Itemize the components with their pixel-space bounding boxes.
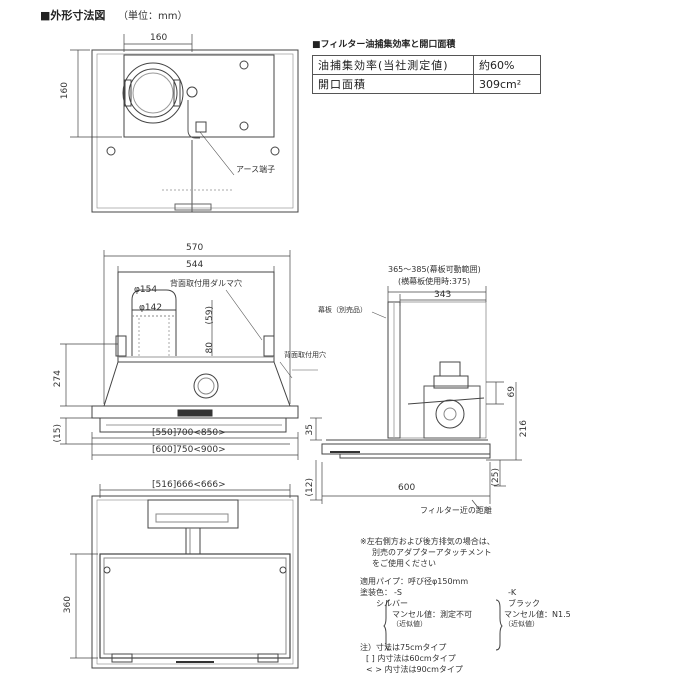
- dim-15: (15): [53, 424, 63, 443]
- spec-title: ■フィルター油捕集効率と開口面積: [312, 40, 456, 50]
- dims-note-title: 注）寸法は75cmタイプ: [360, 643, 447, 652]
- dim-12: (12): [305, 478, 315, 497]
- maku-range-sub: (横幕板使用時:375): [398, 277, 471, 286]
- dim-160-height: 160: [60, 82, 70, 100]
- spec-label: 開口面積: [312, 74, 474, 94]
- adapter-note-3: をご使用ください: [372, 559, 436, 568]
- dim-25: (25): [491, 468, 501, 487]
- width-row-2: [600]750<900>: [152, 445, 226, 455]
- maku-panel-label: 幕板（別売品）: [318, 306, 367, 314]
- color-k-name: ブラック: [508, 599, 540, 608]
- dim-600: 600: [398, 483, 416, 493]
- color-k-code: -K: [508, 588, 517, 597]
- back-mount-hole-label: 背面取付用ダルマ穴: [170, 279, 242, 288]
- color-k-munsell: マンセル値：N1.5: [504, 610, 571, 619]
- adapter-note-2: 別売のアダプターアタッチメント: [372, 548, 492, 557]
- side-view-outline: [321, 301, 491, 459]
- color-title: 塗装色：: [360, 588, 392, 597]
- dim-phi142: φ142: [139, 303, 163, 313]
- maku-range-label: 365～385(幕板可動範囲): [388, 265, 481, 274]
- pipe-note: 適用パイプ：呼び径φ150mm: [360, 577, 469, 586]
- dims-note-90: < > 内寸法は90cmタイプ: [366, 665, 463, 674]
- dim-phi154: φ154: [134, 285, 158, 295]
- top-view-outline: [91, 49, 299, 213]
- dim-570: 570: [186, 243, 204, 253]
- bottom-width-label: [516]666<666>: [152, 480, 226, 490]
- unit-label: （単位：mm）: [118, 11, 188, 22]
- color-s-code: -S: [394, 588, 402, 597]
- dim-343: 343: [434, 290, 452, 300]
- spec-label: 油捕集効率(当社測定値): [312, 55, 474, 75]
- spec-value: 309cm²: [473, 74, 541, 94]
- dim-59: (59): [205, 306, 215, 325]
- color-s-munsell: マンセル値：測定不可: [392, 610, 472, 619]
- bottom-view-outline: [91, 495, 299, 669]
- dim-35: 35: [305, 424, 315, 436]
- adapter-note-1: ※左右側方および後方排気の場合は、: [360, 537, 495, 546]
- spec-row: 開口面積 309cm²: [312, 74, 541, 94]
- dim-360: 360: [63, 596, 73, 614]
- front-view-outline: [91, 271, 318, 433]
- earth-terminal-label: アース端子: [236, 165, 276, 174]
- page-title: ■外形寸法図: [40, 9, 106, 22]
- spec-value: 約60%: [473, 55, 541, 75]
- dim-69: 69: [507, 386, 517, 398]
- dim-80: 80: [205, 342, 215, 354]
- dims-note-60: [ ] 内寸法は60cmタイプ: [366, 654, 456, 663]
- color-k-approx: （近似値）: [504, 620, 539, 628]
- back-hole-label: 背面取付用穴: [284, 351, 326, 359]
- dim-216: 216: [519, 420, 529, 438]
- dim-160-width: 160: [150, 33, 168, 43]
- color-s-name: シルバー: [376, 599, 408, 608]
- color-s-approx: （近似値）: [392, 620, 427, 628]
- dim-544: 544: [186, 260, 204, 270]
- spec-table: 油捕集効率(当社測定値) 約60% 開口面積 309cm²: [312, 55, 541, 94]
- filter-distance-label: フィルター近の距離: [420, 506, 492, 515]
- dim-274: 274: [53, 370, 63, 388]
- width-row-1: [550]700<850>: [152, 428, 226, 438]
- spec-row: 油捕集効率(当社測定値) 約60%: [312, 55, 541, 75]
